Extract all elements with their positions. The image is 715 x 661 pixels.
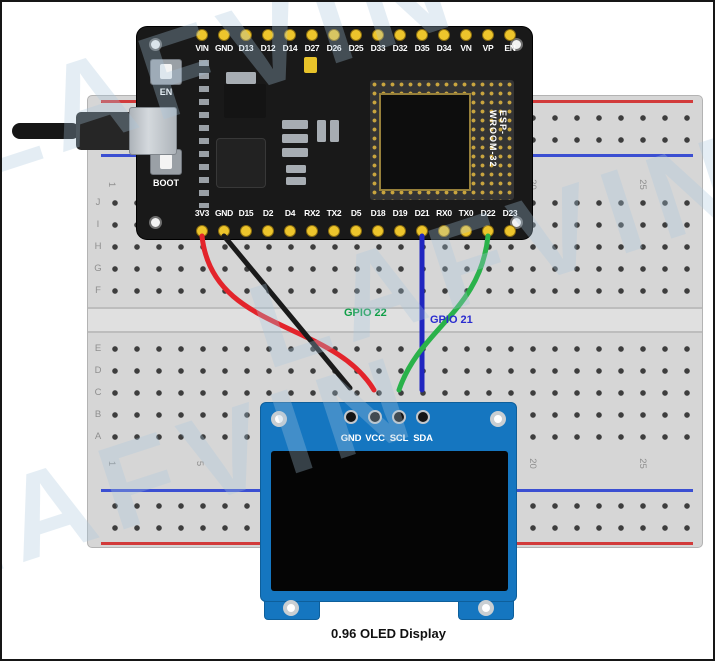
pin-label: D32 <box>392 43 408 53</box>
pin-label: D26 <box>326 43 342 53</box>
column-number: 20 <box>526 458 538 469</box>
en-button-label: EN <box>159 87 173 97</box>
resistor <box>282 120 308 129</box>
resistor <box>282 148 308 157</box>
voltage-regulator <box>224 84 266 118</box>
pin-label: D35 <box>414 43 430 53</box>
pin-label: D13 <box>238 43 254 53</box>
oled-pin <box>368 410 382 424</box>
pin-label: D12 <box>260 43 276 53</box>
column-number: 5 <box>194 460 206 467</box>
usb-plug <box>76 112 134 150</box>
row-letter: I <box>96 219 100 230</box>
oled-pin <box>344 410 358 424</box>
resistor <box>286 165 306 173</box>
pin-label: D18 <box>370 208 386 218</box>
oled-header-pins <box>344 410 430 424</box>
row-letter: H <box>94 241 102 252</box>
oled-pin <box>416 410 430 424</box>
module-label: ESP-WROOM-32 <box>488 110 508 168</box>
oled-pin-label: SCL <box>389 433 409 444</box>
gpio21-label: GPIO 21 <box>430 314 473 326</box>
row-letter: J <box>95 197 101 208</box>
row-letter: A <box>94 431 102 442</box>
esp32-bottom-pads <box>196 225 516 237</box>
boot-button-label: BOOT <box>153 178 179 188</box>
oled-mounting-hole <box>490 411 506 427</box>
column-number: 1 <box>106 460 118 467</box>
screw-hole <box>149 216 162 229</box>
pin-label: EN <box>504 43 516 53</box>
row-letter: E <box>94 343 102 354</box>
usb-cable <box>12 123 80 139</box>
oled-pin-labels: GND VCC SCL SDA <box>339 433 435 444</box>
regulator-tab <box>226 72 256 84</box>
esp32-bottom-pin-labels: 3V3 GND D15 D2 D4 RX2 TX2 D5 D18 D19 D21… <box>191 208 521 218</box>
breadboard-center-channel <box>88 307 702 333</box>
oled-mounting-hole <box>271 411 287 427</box>
pin-label: D19 <box>392 208 408 218</box>
column-number: 25 <box>636 458 648 469</box>
screw-hole <box>149 38 162 51</box>
capacitor <box>304 57 317 73</box>
pin-label: D14 <box>282 43 298 53</box>
pin-label: D15 <box>238 208 254 218</box>
oled-pin-label: SDA <box>413 433 433 444</box>
pin-label: D25 <box>348 43 364 53</box>
resistor <box>282 134 308 143</box>
pin-label: D2 <box>262 208 274 218</box>
row-letter: F <box>95 285 101 296</box>
pin-label: D5 <box>350 208 362 218</box>
oled-screen <box>271 451 508 591</box>
capacitor <box>317 120 326 142</box>
row-letter: D <box>94 365 102 376</box>
pin-label: GND <box>215 208 233 218</box>
pin-label: TX2 <box>326 208 342 218</box>
pin-label: D34 <box>436 43 452 53</box>
resistor <box>286 177 306 185</box>
oled-pin-label: GND <box>340 433 362 444</box>
pin-label: TX0 <box>458 208 474 218</box>
pin-label: D22 <box>480 208 496 218</box>
pin-label: GND <box>215 43 233 53</box>
row-letter: C <box>94 387 102 398</box>
solder-pad-strip <box>199 60 209 208</box>
pin-label: RX2 <box>304 208 320 218</box>
esp-wroom-32-module: ESP-WROOM-32 <box>370 80 514 200</box>
pin-label: D21 <box>414 208 430 218</box>
pin-label: D33 <box>370 43 386 53</box>
oled-mounting-hole <box>283 600 299 616</box>
oled-pin <box>392 410 406 424</box>
screw-hole <box>510 38 523 51</box>
pin-label: D27 <box>304 43 320 53</box>
pin-label: D23 <box>502 208 518 218</box>
row-letter: G <box>94 263 102 274</box>
usb-socket <box>129 107 177 155</box>
esp32-board: VIN GND D13 D12 D14 D27 D26 D25 D33 D32 … <box>129 27 532 239</box>
pin-label: VIN <box>195 43 209 53</box>
en-button <box>150 59 182 85</box>
pin-label: D4 <box>284 208 296 218</box>
pin-label: VP <box>482 43 494 53</box>
column-number: 1 <box>106 181 118 188</box>
capacitor <box>330 120 339 142</box>
pin-label: VN <box>460 43 472 53</box>
oled-caption: 0.96 OLED Display <box>331 626 446 641</box>
oled-mounting-hole <box>478 600 494 616</box>
oled-pin-label: VCC <box>365 433 385 444</box>
esp32-top-pads <box>196 29 516 41</box>
pin-label: RX0 <box>436 208 452 218</box>
gpio22-label: GPIO 22 <box>344 307 387 319</box>
row-letter: B <box>94 409 102 420</box>
column-number: 25 <box>636 179 648 190</box>
module-shield <box>379 93 471 191</box>
usb-uart-chip <box>216 138 266 188</box>
pin-label: 3V3 <box>194 208 210 218</box>
esp32-top-pin-labels: VIN GND D13 D12 D14 D27 D26 D25 D33 D32 … <box>191 43 521 53</box>
oled-display: GND VCC SCL SDA <box>260 402 517 602</box>
